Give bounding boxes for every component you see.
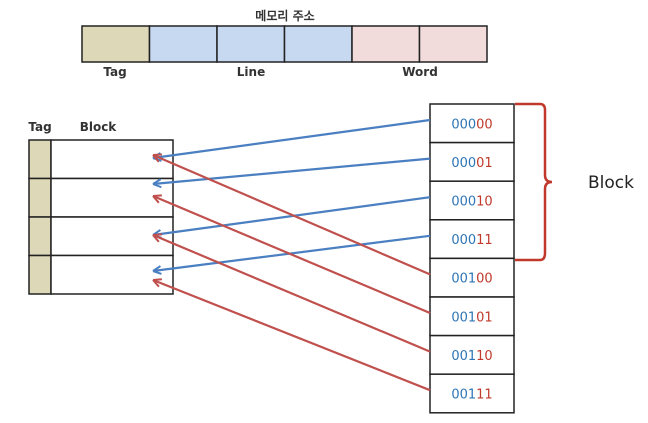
cache-block-header: Block: [80, 120, 118, 134]
address-suffix: 01: [476, 310, 493, 325]
address-prefix: 001: [451, 388, 476, 403]
cache-tag-cell: [28, 177, 52, 218]
memory-address: 00100: [451, 272, 492, 287]
mapping-arrow-blue: [152, 157, 431, 189]
address-prefix: 000: [451, 156, 476, 171]
address-field-cell: [283, 25, 353, 63]
mapping-arrows: [152, 118, 431, 392]
address-field-cell: [418, 25, 488, 63]
mapping-arrow-red: [152, 278, 431, 392]
memory-address: 00110: [451, 349, 492, 364]
address-field-cell: [81, 25, 151, 63]
mapping-arrow-blue: [152, 196, 431, 239]
memory-block-cell: [429, 373, 515, 414]
line-field-label: Line: [237, 65, 265, 79]
memory-block-cell: [429, 296, 515, 337]
block-brace: [515, 102, 553, 262]
address-prefix: 001: [451, 310, 476, 325]
cache-tag-cell: [28, 139, 52, 180]
address-prefix: 001: [451, 349, 476, 364]
cache-block-cell: [50, 254, 174, 295]
address-prefix: 001: [451, 272, 476, 287]
address-suffix: 00: [476, 272, 493, 287]
address-field-cell: [216, 25, 286, 63]
address-suffix: 01: [476, 156, 493, 171]
mapping-arrow-red: [152, 153, 431, 276]
mapping-arrow-red: [152, 233, 431, 353]
cache-block-cell: [50, 139, 174, 180]
word-field-label: Word: [402, 65, 438, 79]
address-field-cell: [148, 25, 218, 63]
cache-tag-cell: [28, 216, 52, 257]
cache-tag-header: Tag: [28, 120, 51, 134]
tag-field-label: Tag: [103, 65, 126, 79]
memory-address: 00010: [451, 195, 492, 210]
address-suffix: 00: [476, 117, 493, 132]
address-prefix: 000: [451, 233, 476, 248]
address-suffix: 11: [476, 388, 493, 403]
memory-address: 00011: [451, 233, 492, 248]
memory-block-cell: [429, 219, 515, 260]
cache-table: [28, 139, 174, 295]
memory-address: 00000: [451, 117, 492, 132]
mapping-arrow-red: [152, 194, 431, 315]
address-suffix: 10: [476, 195, 493, 210]
memory-address: 00101: [451, 310, 492, 325]
mapping-arrow-blue: [152, 118, 431, 162]
address-field-cell: [351, 25, 421, 63]
address-title: 메모리 주소: [255, 8, 314, 23]
memory-address: 00111: [451, 388, 492, 403]
memory-block-cell: [429, 141, 515, 182]
block-label: Block: [588, 173, 634, 193]
memory-address: 00001: [451, 156, 492, 171]
address-suffix: 10: [476, 349, 493, 364]
address-suffix: 11: [476, 233, 493, 248]
cache-tag-cell: [28, 254, 52, 295]
address-field-bar: [81, 25, 488, 63]
address-prefix: 000: [451, 195, 476, 210]
address-prefix: 000: [451, 117, 476, 132]
